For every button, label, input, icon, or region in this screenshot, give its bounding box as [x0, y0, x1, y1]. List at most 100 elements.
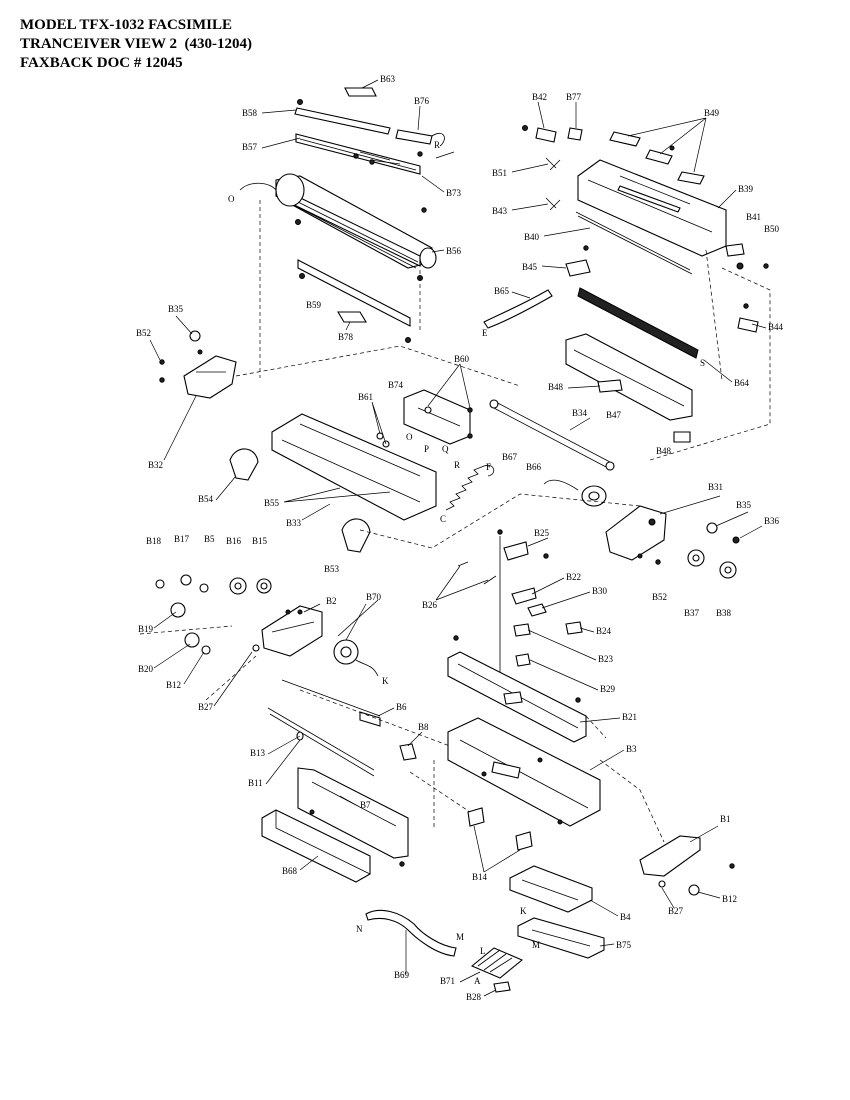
top-left-roller-assembly — [239, 87, 455, 378]
callout-b39: B39 — [738, 184, 754, 194]
callout-b25: B25 — [534, 528, 550, 538]
callout-a: A — [474, 976, 481, 986]
callout-b54: B54 — [198, 494, 214, 504]
lower-left-drive-assembly — [139, 574, 499, 883]
callout-b8: B8 — [418, 722, 429, 732]
callout-r-second: R — [454, 460, 460, 470]
callout-b64: B64 — [734, 378, 750, 388]
header-line-1: MODEL TFX-1032 FACSIMILE — [20, 17, 232, 33]
leader-lines — [149, 79, 767, 997]
callout-b27: B27 — [198, 702, 214, 712]
callout-b7: B7 — [360, 800, 371, 810]
callout-c: C — [440, 514, 446, 524]
callout-b65: B65 — [494, 286, 510, 296]
callout-b3: B3 — [626, 744, 637, 754]
callout-b19: B19 — [138, 624, 154, 634]
callout-b41: B41 — [746, 212, 761, 222]
callout-b63: B63 — [380, 74, 396, 84]
callout-b49: B49 — [704, 108, 720, 118]
callout-b57: B57 — [242, 142, 258, 152]
callout-b53: B53 — [324, 564, 340, 574]
document-header: MODEL TFX-1032 FACSIMILE TRANCEIVER VIEW… — [20, 16, 252, 73]
callout-b42: B42 — [532, 92, 547, 102]
callout-b38: B38 — [716, 608, 732, 618]
callout-b20: B20 — [138, 664, 154, 674]
callout-b23: B23 — [598, 654, 614, 664]
callout-b48-second: B48 — [656, 446, 672, 456]
callout-b75: B75 — [616, 940, 632, 950]
callout-b16: B16 — [226, 536, 242, 546]
callout-b40: B40 — [524, 232, 540, 242]
callout-b60: B60 — [454, 354, 470, 364]
callout-b22: B22 — [566, 572, 581, 582]
callout-b73: B73 — [446, 188, 462, 198]
callout-b26: B26 — [422, 600, 438, 610]
middle-chassis-assembly — [159, 330, 740, 579]
callout-labels: B63 B58 B76 B57 R B73 O B56 B59 B78 B42 … — [136, 74, 784, 1002]
callout-b52-second: B52 — [652, 592, 667, 602]
callout-b34: B34 — [572, 408, 588, 418]
callout-b66: B66 — [526, 462, 542, 472]
callout-b15: B15 — [252, 536, 268, 546]
callout-b18: B18 — [146, 536, 162, 546]
callout-b47: B47 — [606, 410, 622, 420]
callout-b31: B31 — [708, 482, 723, 492]
callout-b56: B56 — [446, 246, 462, 256]
callout-b21: B21 — [622, 712, 637, 722]
callout-b24: B24 — [596, 626, 612, 636]
callout-b12: B12 — [166, 680, 181, 690]
callout-b28: B28 — [466, 992, 482, 1002]
callout-b50: B50 — [764, 224, 780, 234]
callout-l: L — [480, 946, 486, 956]
callout-b78: B78 — [338, 332, 354, 342]
callout-k-second: K — [520, 906, 527, 916]
callout-b32: B32 — [148, 460, 163, 470]
callout-b61: B61 — [358, 392, 373, 402]
callout-b6: B6 — [396, 702, 407, 712]
callout-b14: B14 — [472, 872, 488, 882]
callout-b59: B59 — [306, 300, 322, 310]
callout-b77: B77 — [566, 92, 582, 102]
callout-b13: B13 — [250, 748, 266, 758]
callout-b17: B17 — [174, 534, 190, 544]
callout-b35: B35 — [168, 304, 184, 314]
callout-b71: B71 — [440, 976, 455, 986]
callout-b30: B30 — [592, 586, 608, 596]
callout-b69: B69 — [394, 970, 410, 980]
header-line-2: TRANCEIVER VIEW 2 (430-1204) — [20, 36, 252, 52]
callout-e: E — [482, 328, 488, 338]
callout-b67: B67 — [502, 452, 518, 462]
lower-right-base-assembly — [365, 529, 735, 993]
callout-b33: B33 — [286, 518, 302, 528]
callout-b70: B70 — [366, 592, 382, 602]
callout-b48: B48 — [548, 382, 564, 392]
callout-m: M — [456, 932, 464, 942]
callout-m-second: M — [532, 940, 540, 950]
callout-k: K — [382, 676, 389, 686]
callout-o-second: O — [406, 432, 413, 442]
callout-b68: B68 — [282, 866, 298, 876]
callout-b29: B29 — [600, 684, 616, 694]
callout-b36: B36 — [764, 516, 780, 526]
callout-b52: B52 — [136, 328, 151, 338]
callout-f: F — [486, 462, 491, 472]
callout-b5: B5 — [204, 534, 215, 544]
callout-n: N — [356, 924, 363, 934]
callout-b1: B1 — [720, 814, 731, 824]
header-line-3: FAXBACK DOC # 12045 — [20, 55, 183, 71]
callout-b27-second: B27 — [668, 906, 684, 916]
callout-b11: B11 — [248, 778, 263, 788]
callout-b44: B44 — [768, 322, 784, 332]
callout-o: O — [228, 194, 235, 204]
callout-b74: B74 — [388, 380, 404, 390]
callout-b12-second: B12 — [722, 894, 737, 904]
callout-b2: B2 — [326, 596, 337, 606]
top-right-scanner-assembly — [483, 125, 771, 461]
callout-b45: B45 — [522, 262, 538, 272]
callout-r: R — [434, 140, 440, 150]
callout-q: Q — [442, 444, 449, 454]
callout-b37: B37 — [684, 608, 700, 618]
callout-b51: B51 — [492, 168, 507, 178]
callout-p: P — [424, 444, 429, 454]
